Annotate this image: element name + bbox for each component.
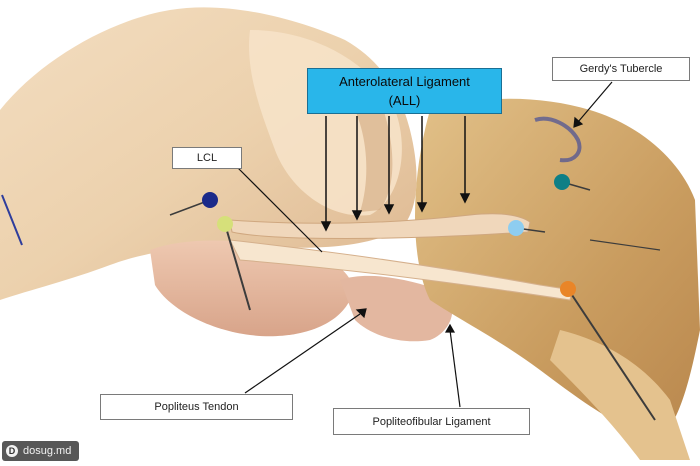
pin-orange bbox=[560, 281, 576, 297]
label-popliteofibular-ligament: Popliteofibular Ligament bbox=[333, 408, 530, 435]
tibia bbox=[415, 98, 700, 440]
ink-mark bbox=[534, 116, 582, 163]
watermark-logo-icon: D bbox=[6, 445, 18, 457]
popliteofibular-arrow bbox=[444, 323, 461, 408]
lateral-collateral-ligament bbox=[229, 239, 573, 301]
lcl-pointer bbox=[237, 167, 323, 253]
pin-navy bbox=[202, 192, 218, 208]
pin-lightblue bbox=[508, 220, 524, 236]
label-all-line1: Anterolateral Ligament bbox=[339, 74, 470, 89]
gerdys-arrow bbox=[573, 81, 613, 128]
femur-ink-line bbox=[1, 194, 23, 246]
all-arrows bbox=[320, 116, 471, 232]
anterolateral-ligament bbox=[229, 213, 531, 239]
label-popliteus-tendon: Popliteus Tendon bbox=[100, 394, 293, 420]
pin-teal bbox=[554, 174, 570, 190]
label-all-line2: (ALL) bbox=[388, 93, 421, 108]
label-lcl: LCL bbox=[172, 147, 242, 169]
tibia-lower-shaft bbox=[550, 330, 690, 460]
watermark: D dosug.md bbox=[2, 441, 80, 461]
femoral-condyle-shadow bbox=[355, 100, 393, 212]
popliteus-region bbox=[340, 275, 453, 342]
pin-yellow bbox=[217, 216, 233, 232]
popliteus-arrow bbox=[244, 308, 367, 394]
label-gerdys-tubercle: Gerdy's Tubercle bbox=[552, 57, 690, 81]
label-anterolateral-ligament: Anterolateral Ligament (ALL) bbox=[307, 68, 502, 114]
watermark-text: dosug.md bbox=[23, 445, 72, 457]
